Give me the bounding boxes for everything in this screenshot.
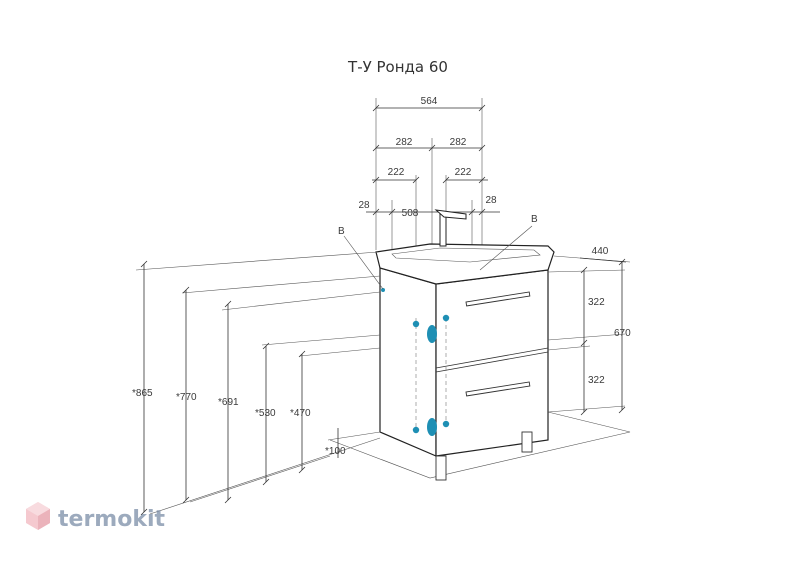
termokit-logo: termokit [26,502,165,532]
width-dimensions: 564 282 282 222 222 28 508 28 [358,96,500,312]
dim-drawer-top: 322 [588,297,605,308]
marker-dot [442,314,450,322]
dim-offset-left: 222 [388,167,405,178]
connection-markers [381,288,450,436]
dim-half-left: 282 [396,137,413,148]
marker-dot [412,426,420,434]
bottom-drawer-handle [465,381,531,397]
dim-overall-width: 564 [421,96,438,107]
marker-d-lower [427,418,437,436]
dim-basin-width: 508 [402,208,419,219]
dim-edge-left: 28 [358,200,370,211]
dim-height-691: *691 [218,397,239,408]
marker-d-upper [427,325,437,343]
front-left-leg [435,455,447,481]
dim-body-height: 670 [614,328,631,339]
dim-offset-right: 222 [455,167,472,178]
dim-height-770: *770 [176,392,197,403]
floor-footprint [329,411,631,479]
front-right-leg [521,431,533,453]
faucet-lever [434,209,467,220]
drawing-title: Т-У Ронда 60 [347,58,448,76]
top-drawer-handle [465,291,531,307]
dim-height-865: *865 [132,388,153,399]
marker-dot [442,420,450,428]
vanity-unit [375,209,555,481]
basin-top [375,243,555,285]
marker-dot-b [381,288,385,292]
label-b-left: В [338,226,345,237]
dim-half-right: 282 [450,137,467,148]
dim-height-530: *530 [255,408,276,419]
logo-text: termokit [58,507,165,532]
label-b-right: В [531,214,538,225]
basin-bowl [391,247,541,263]
marker-dot [412,320,420,328]
depth-and-height-dimensions: 440 322 322 670 [547,246,631,416]
dim-drawer-bottom: 322 [588,375,605,386]
dim-depth: 440 [592,246,609,257]
dim-height-470: *470 [290,408,311,419]
height-dimensions: *865 *770 *691 *530 *470 *100 [132,251,381,516]
dim-edge-right: 28 [485,195,497,206]
dim-leg-100: *100 [325,446,346,457]
